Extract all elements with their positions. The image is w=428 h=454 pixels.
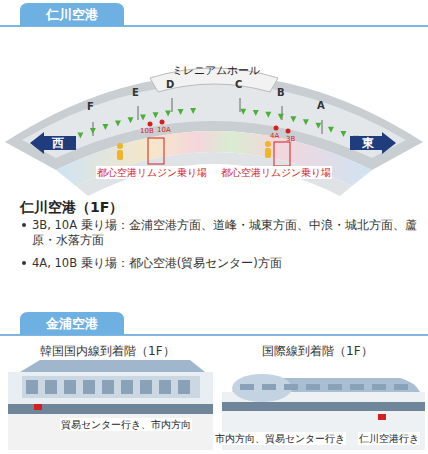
stop-box [274, 142, 290, 166]
bullet-text: 3B, 10A 乗り場：金浦空港方面、道峰・城東方面、中浪・城北方面、蘆原・水落… [32, 218, 422, 248]
bullet [22, 223, 26, 227]
direction-label: 東 [362, 135, 374, 152]
section-heading: 仁川空港（1F） [20, 198, 123, 216]
section-title: 金浦空港 [46, 315, 98, 333]
stop-label: 都心空港リムジン乗り場 [96, 166, 208, 179]
direction-arrow: 東 [350, 132, 396, 154]
domestic-terminal [8, 360, 213, 450]
gate-letter: C [235, 78, 242, 91]
gate-letter: A [317, 99, 325, 112]
section-tab: 金浦空港 [20, 312, 124, 335]
section-title: 仁川空港 [46, 6, 98, 24]
gate-letter: E [132, 86, 139, 99]
stop-box [148, 138, 164, 164]
stop-number: 4A [270, 132, 279, 141]
gate-letter: F [87, 100, 94, 113]
floor-label: 韓国国内線到着階（1F） [40, 344, 175, 360]
direction-label: 西 [52, 135, 64, 152]
direction-note: 市内方向、貿易センター行き [214, 432, 346, 445]
stop-number: 10A [157, 126, 171, 135]
section-tab: 仁川空港 [20, 3, 124, 26]
stop-number: 3B [286, 135, 295, 144]
direction-arrow: 西 [30, 132, 76, 154]
stop-number: 10B [140, 127, 154, 136]
stop-label: 都心空港リムジン乗り場 [220, 166, 332, 179]
bullet-text: 4A, 10B 乗り場：都心空港(貿易センター)方面 [32, 256, 422, 271]
gate-letter: D [166, 78, 174, 91]
gate-letter: B [277, 86, 285, 99]
floor-label: 国際線到着階（1F） [262, 344, 373, 360]
person-icon [117, 141, 271, 160]
direction-note: 貿易センター行き、市内方向 [60, 418, 192, 431]
hall-name: ミレニアムホール [172, 64, 260, 78]
bullet [22, 261, 26, 265]
direction-note: 仁川空港行き [358, 432, 420, 445]
